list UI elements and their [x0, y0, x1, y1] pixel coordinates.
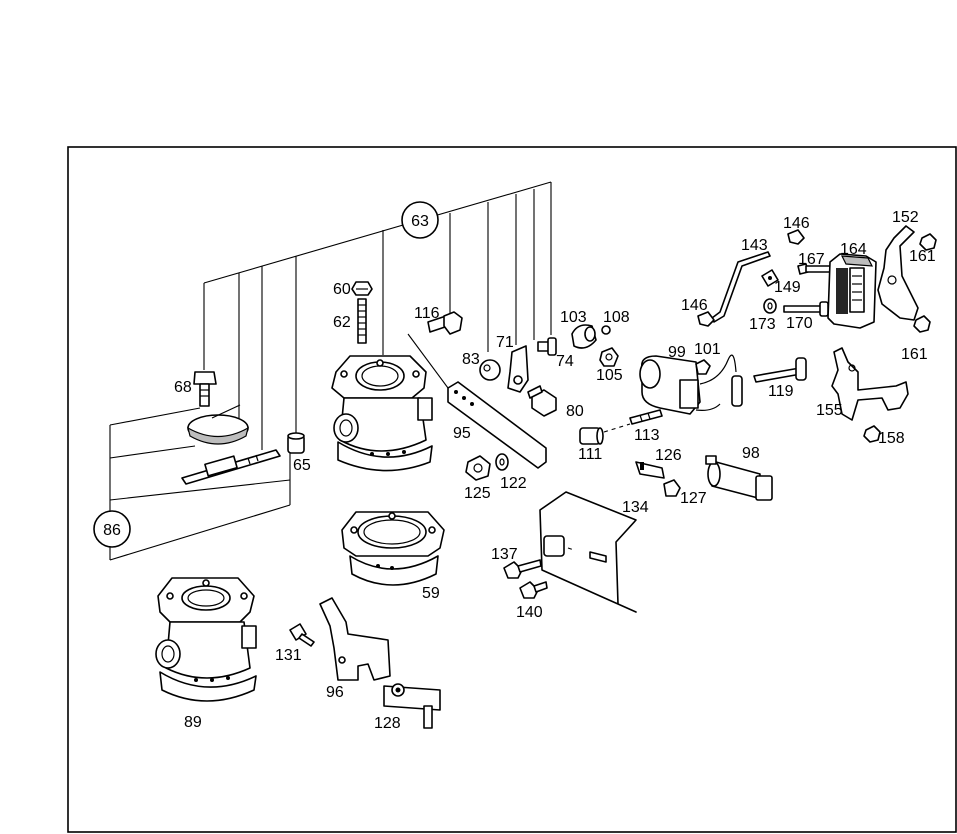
label-173: 173 [749, 316, 776, 333]
label-146-top: 146 [783, 215, 810, 232]
label-146-bottom: 146 [681, 297, 708, 314]
part-throttle-plate [187, 404, 249, 445]
part-60-nut [351, 281, 373, 296]
label-140: 140 [516, 604, 543, 621]
part-108-ring [601, 325, 611, 335]
label-149: 149 [774, 279, 801, 296]
callout-63-leaders [203, 181, 552, 450]
label-105: 105 [596, 367, 623, 384]
part-98-sensor [705, 455, 773, 501]
assembly-line-111 [603, 423, 631, 433]
label-113: 113 [634, 427, 660, 444]
part-74-screw [537, 337, 557, 356]
part-101-nut [695, 359, 711, 375]
part-161-nut-bottom [913, 315, 931, 333]
callout-labels: 63 86 60 62 68 65 116 83 71 74 80 95 103… [103, 209, 936, 732]
label-125: 125 [464, 485, 491, 502]
part-113-stud [629, 409, 663, 425]
label-86: 86 [103, 522, 121, 539]
part-164-module [827, 253, 877, 329]
part-161-nut-top [919, 233, 937, 251]
label-108: 108 [603, 309, 630, 326]
part-131-bolt [289, 623, 315, 647]
part-158-nut [863, 425, 881, 443]
label-131: 131 [275, 647, 302, 664]
label-95: 95 [453, 425, 471, 442]
label-83: 83 [462, 351, 480, 368]
part-137-bolt [503, 559, 542, 579]
part-173-washer [763, 298, 777, 314]
part-71-lever [507, 345, 529, 393]
part-126-clip [635, 461, 665, 479]
label-71: 71 [496, 334, 514, 351]
label-161-bottom: 161 [901, 346, 928, 363]
label-126: 126 [655, 447, 682, 464]
part-152-bracket [877, 225, 919, 321]
label-155: 155 [816, 402, 843, 419]
label-161-top: 161 [909, 248, 936, 265]
part-65-bushing [287, 432, 305, 454]
part-99-actuator [639, 354, 743, 415]
label-65: 65 [293, 457, 311, 474]
part-62-stud [357, 298, 367, 344]
label-152: 152 [892, 209, 919, 226]
label-122: 122 [500, 475, 527, 492]
label-134: 134 [622, 499, 649, 516]
label-63: 63 [411, 213, 429, 230]
part-68-bolt [193, 371, 217, 407]
part-95-bracket [407, 333, 547, 469]
label-80: 80 [566, 403, 584, 420]
part-83-spacer [479, 359, 501, 381]
label-127: 127 [680, 490, 707, 507]
part-96-bracket [319, 597, 391, 681]
label-59: 59 [422, 585, 440, 602]
part-146-screw-bottom [697, 311, 715, 327]
part-105-nut [599, 347, 619, 367]
label-60: 60 [333, 281, 351, 298]
part-122-washer [495, 453, 509, 471]
label-158: 158 [878, 430, 905, 447]
label-164: 164 [840, 241, 867, 258]
label-128: 128 [374, 715, 401, 732]
part-149-clip [761, 269, 779, 287]
part-103-cap [571, 324, 597, 349]
part-89-housing [155, 577, 257, 702]
callout-86-circle [93, 510, 131, 548]
part-143-rod [711, 251, 771, 323]
part-111-bushing [579, 427, 604, 445]
part-128-plate [383, 683, 441, 729]
label-98: 98 [742, 445, 760, 462]
label-137: 137 [491, 546, 518, 563]
part-125-nut [465, 455, 491, 481]
label-119: 119 [768, 383, 794, 400]
part-155-bracket [831, 347, 909, 421]
label-143: 143 [741, 237, 768, 254]
part-throttle-housing-upper [331, 355, 433, 472]
label-170: 170 [786, 315, 813, 332]
label-111: 111 [578, 446, 602, 463]
part-146-screw-top [787, 229, 805, 245]
part-116-bolt [427, 311, 463, 335]
part-127-nut [663, 479, 681, 497]
part-59-flange [341, 511, 445, 586]
part-134-shield [539, 491, 637, 613]
diagram-frame [67, 146, 957, 833]
part-170-bolt [783, 301, 829, 317]
callout-63-circle [401, 201, 439, 239]
label-62: 62 [333, 314, 351, 331]
label-167: 167 [798, 251, 825, 268]
label-101: 101 [694, 341, 721, 358]
part-140-bolt [519, 581, 548, 599]
label-89: 89 [184, 714, 202, 731]
part-80-bolt [527, 385, 557, 417]
label-99: 99 [668, 344, 686, 361]
part-throttle-shaft [181, 449, 281, 485]
part-119-bolt [753, 357, 807, 383]
label-68: 68 [174, 379, 192, 396]
label-116: 116 [414, 305, 440, 322]
label-96: 96 [326, 684, 344, 701]
label-103: 103 [560, 309, 587, 326]
label-74: 74 [556, 353, 574, 370]
